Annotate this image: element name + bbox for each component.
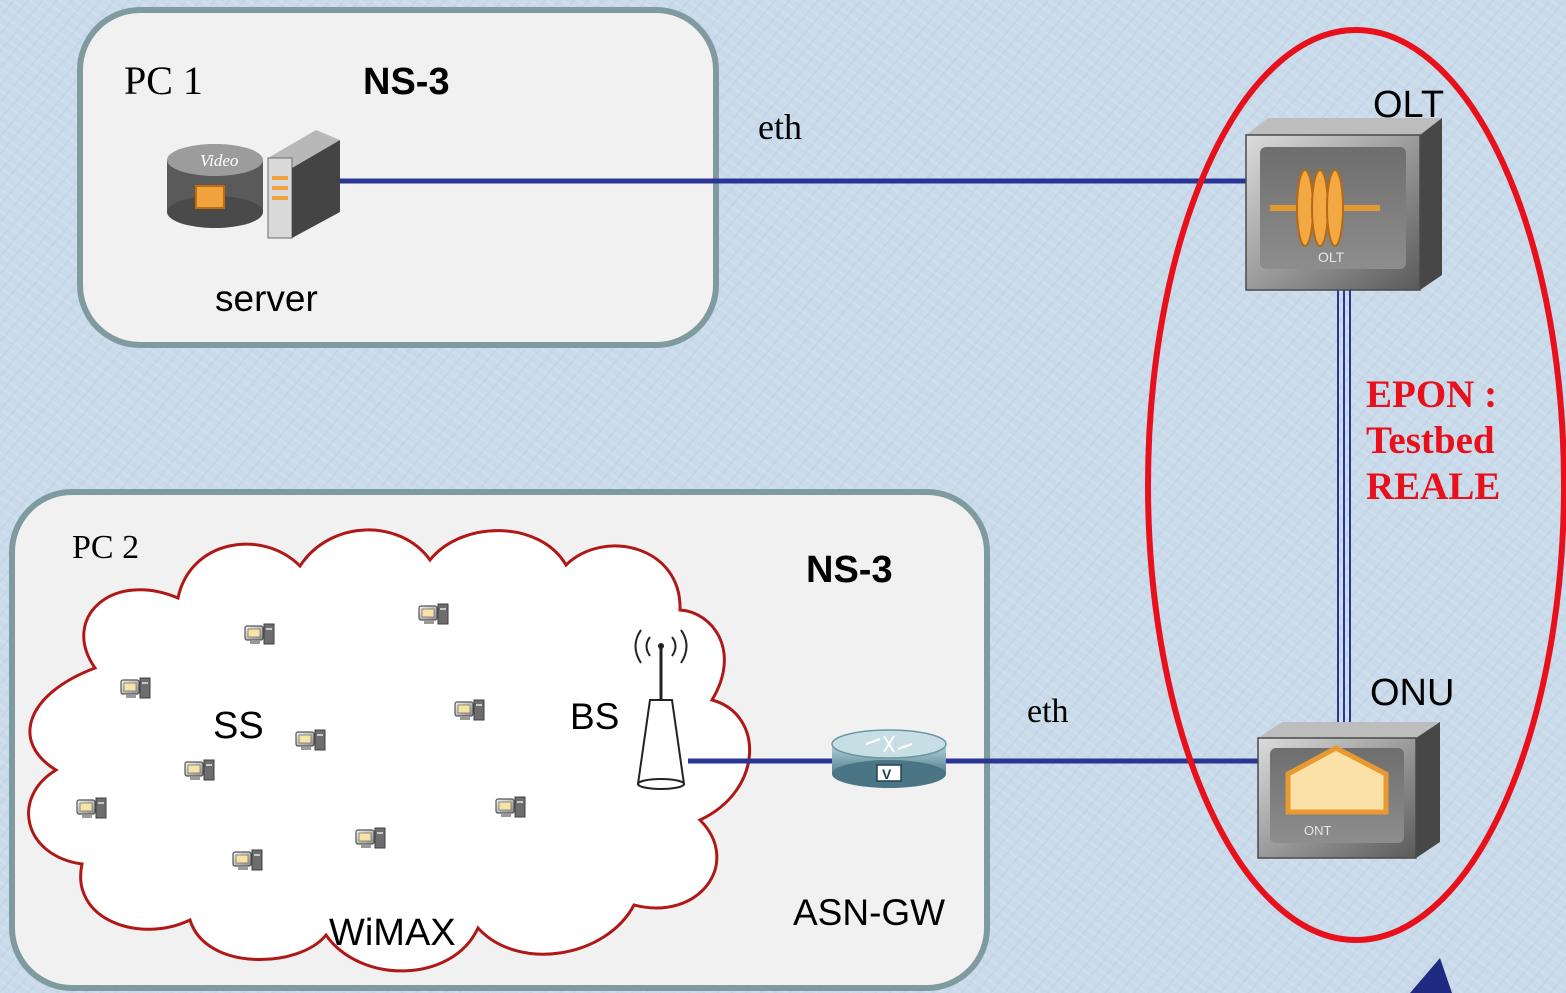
wimax-cloud: [27, 528, 752, 973]
asn-gw-router-icon: V: [831, 729, 947, 788]
asn-gw-label: ASN-GW: [793, 892, 946, 933]
onu-label: ONU: [1370, 672, 1455, 714]
bottom-eth-label: eth: [1027, 693, 1069, 730]
pc1-box: [77, 7, 719, 348]
epon-line-1: EPON :: [1366, 373, 1498, 416]
pc1-engine-label: NS-3: [363, 61, 450, 103]
server-label: server: [215, 278, 318, 319]
epon-line-3: REALE: [1366, 465, 1501, 508]
epon-ellipse: [1145, 27, 1566, 943]
ont-box-text: ONT: [1304, 823, 1332, 838]
olt-device-icon: OLT: [1245, 118, 1442, 291]
pc2-label: PC 2: [72, 529, 140, 566]
olt-label: OLT: [1373, 84, 1445, 126]
top-eth-label: eth: [758, 107, 802, 147]
pc1-label: PC 1: [124, 58, 203, 103]
bs-antenna-icon: [634, 629, 688, 790]
epon-testbed-text: EPON : Testbed REALE: [1366, 372, 1500, 510]
ss-label: SS: [213, 705, 264, 747]
server-icon: Video: [167, 130, 340, 239]
epon-line-2: Testbed: [1366, 419, 1495, 462]
olt-box-text: OLT: [1318, 249, 1345, 265]
router-icon-text: V: [882, 766, 892, 782]
pc2-engine-label: NS-3: [806, 549, 893, 591]
ont-device-icon: ONT: [1257, 722, 1440, 859]
epon-fiber: [1337, 282, 1351, 722]
cutoff-arrow-shape: [1410, 958, 1452, 993]
wimax-label: WiMAX: [329, 912, 456, 954]
video-icon-text: Video: [200, 151, 238, 170]
bs-label: BS: [570, 696, 620, 737]
